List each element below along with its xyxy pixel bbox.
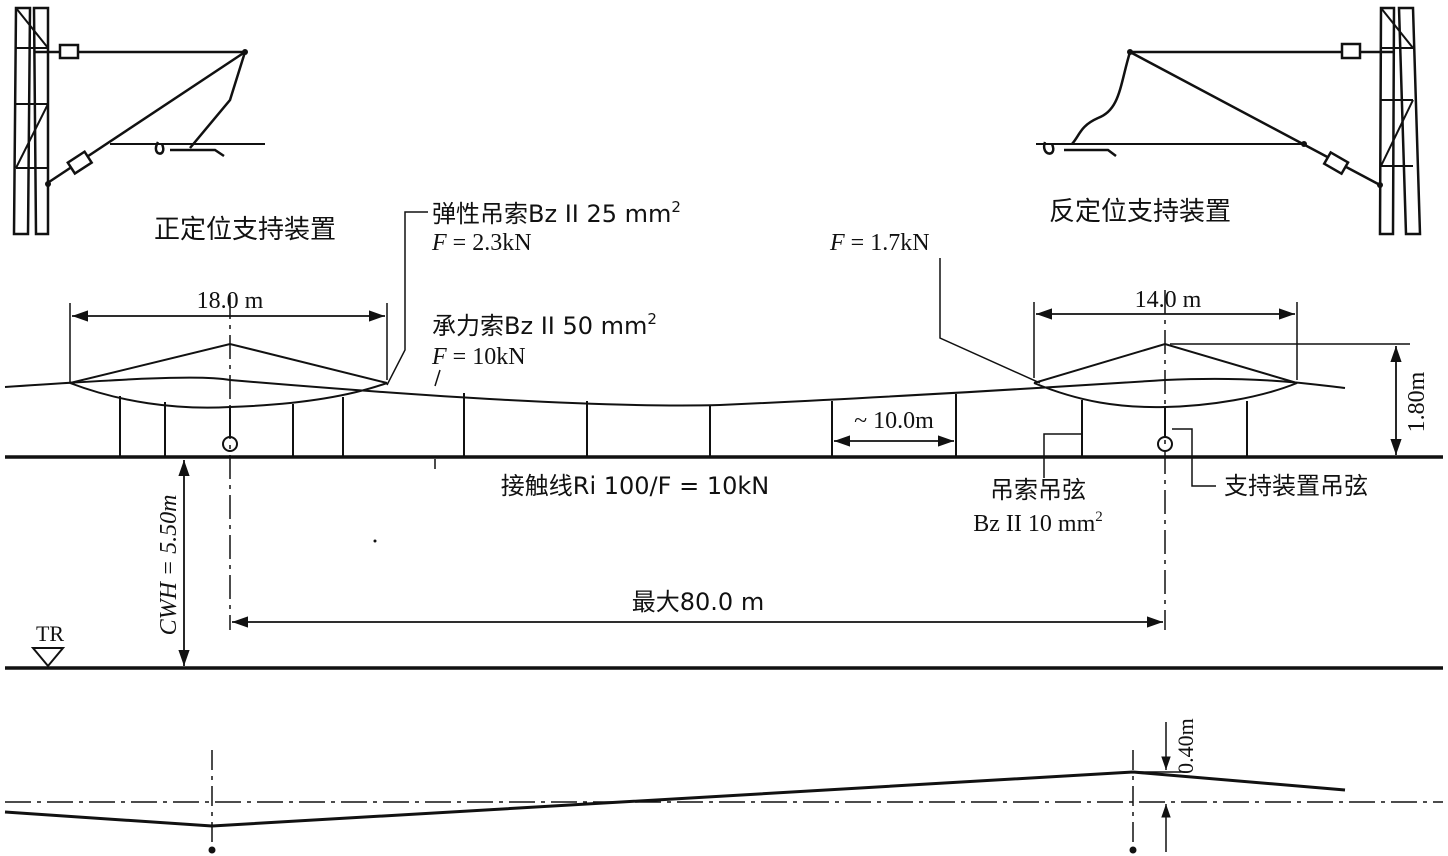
support-dropper-label: 支持装置吊弦 <box>1224 472 1368 500</box>
max-span-text: 最大80.0 m <box>632 588 764 616</box>
elastic-stitch-label: 弹性吊索Bz II 25 mm2 <box>432 198 681 228</box>
right-support-label: 反定位支持装置 <box>1049 197 1231 227</box>
contact-wire-label: 接触线Ri 100/F = 10kN <box>501 472 769 500</box>
dropper-spacing-dimension: ~ 10.0m <box>834 408 954 447</box>
catenary-label: 承力索Bz II 50 mm2 <box>432 310 657 340</box>
system-height-text: 1.80m <box>1404 371 1430 432</box>
left-support-label: 正定位支持装置 <box>154 215 336 245</box>
max-span-dimension: 最大80.0 m <box>232 588 1163 628</box>
dropper-spacing-text: ~ 10.0m <box>854 408 934 434</box>
catenary-wire-system <box>4 342 1346 409</box>
system-height-dimension: 1.80m <box>1170 343 1430 455</box>
support-centerlines <box>229 290 1166 630</box>
right-support-structure <box>1036 6 1422 236</box>
stitch-dropper-label: 吊索吊弦 <box>990 476 1086 504</box>
stitch-dropper-spec: Bz II 10 mm2 <box>973 509 1102 537</box>
rail-level-triangle <box>30 647 66 668</box>
cwh-text: CWH = 5.50m <box>156 495 182 636</box>
left-stitch-span-dimension: 18.0 m <box>69 288 388 383</box>
left-support-structure <box>12 6 265 236</box>
elastic-stitch-force: F = 2.3kN <box>431 230 532 256</box>
elastic-stitch-label-group: 弹性吊索Bz II 25 mm2 F = 2.3kN F = 1.7kN <box>386 198 1041 386</box>
scan-dot <box>373 539 377 543</box>
contact-wire-height-dimension: CWH = 5.50m <box>156 460 190 666</box>
catenary-label-group: 承力索Bz II 50 mm2 F = 10kN <box>431 310 657 387</box>
stagger-plan-view: 0.40m <box>4 718 1443 854</box>
right-stitch-span-text: 14.0 m <box>1135 287 1202 313</box>
catenary-force: F = 10kN <box>431 344 526 370</box>
rail-label: TR <box>36 621 64 646</box>
dropper-labels: 吊索吊弦 Bz II 10 mm2 支持装置吊弦 <box>973 428 1368 537</box>
elastic-stitch-force-right: F = 1.7kN <box>829 230 930 256</box>
stagger-text: 0.40m <box>1173 718 1198 774</box>
left-stitch-span-text: 18.0 m <box>197 288 264 314</box>
right-stitch-span-dimension: 14.0 m <box>1033 287 1298 380</box>
